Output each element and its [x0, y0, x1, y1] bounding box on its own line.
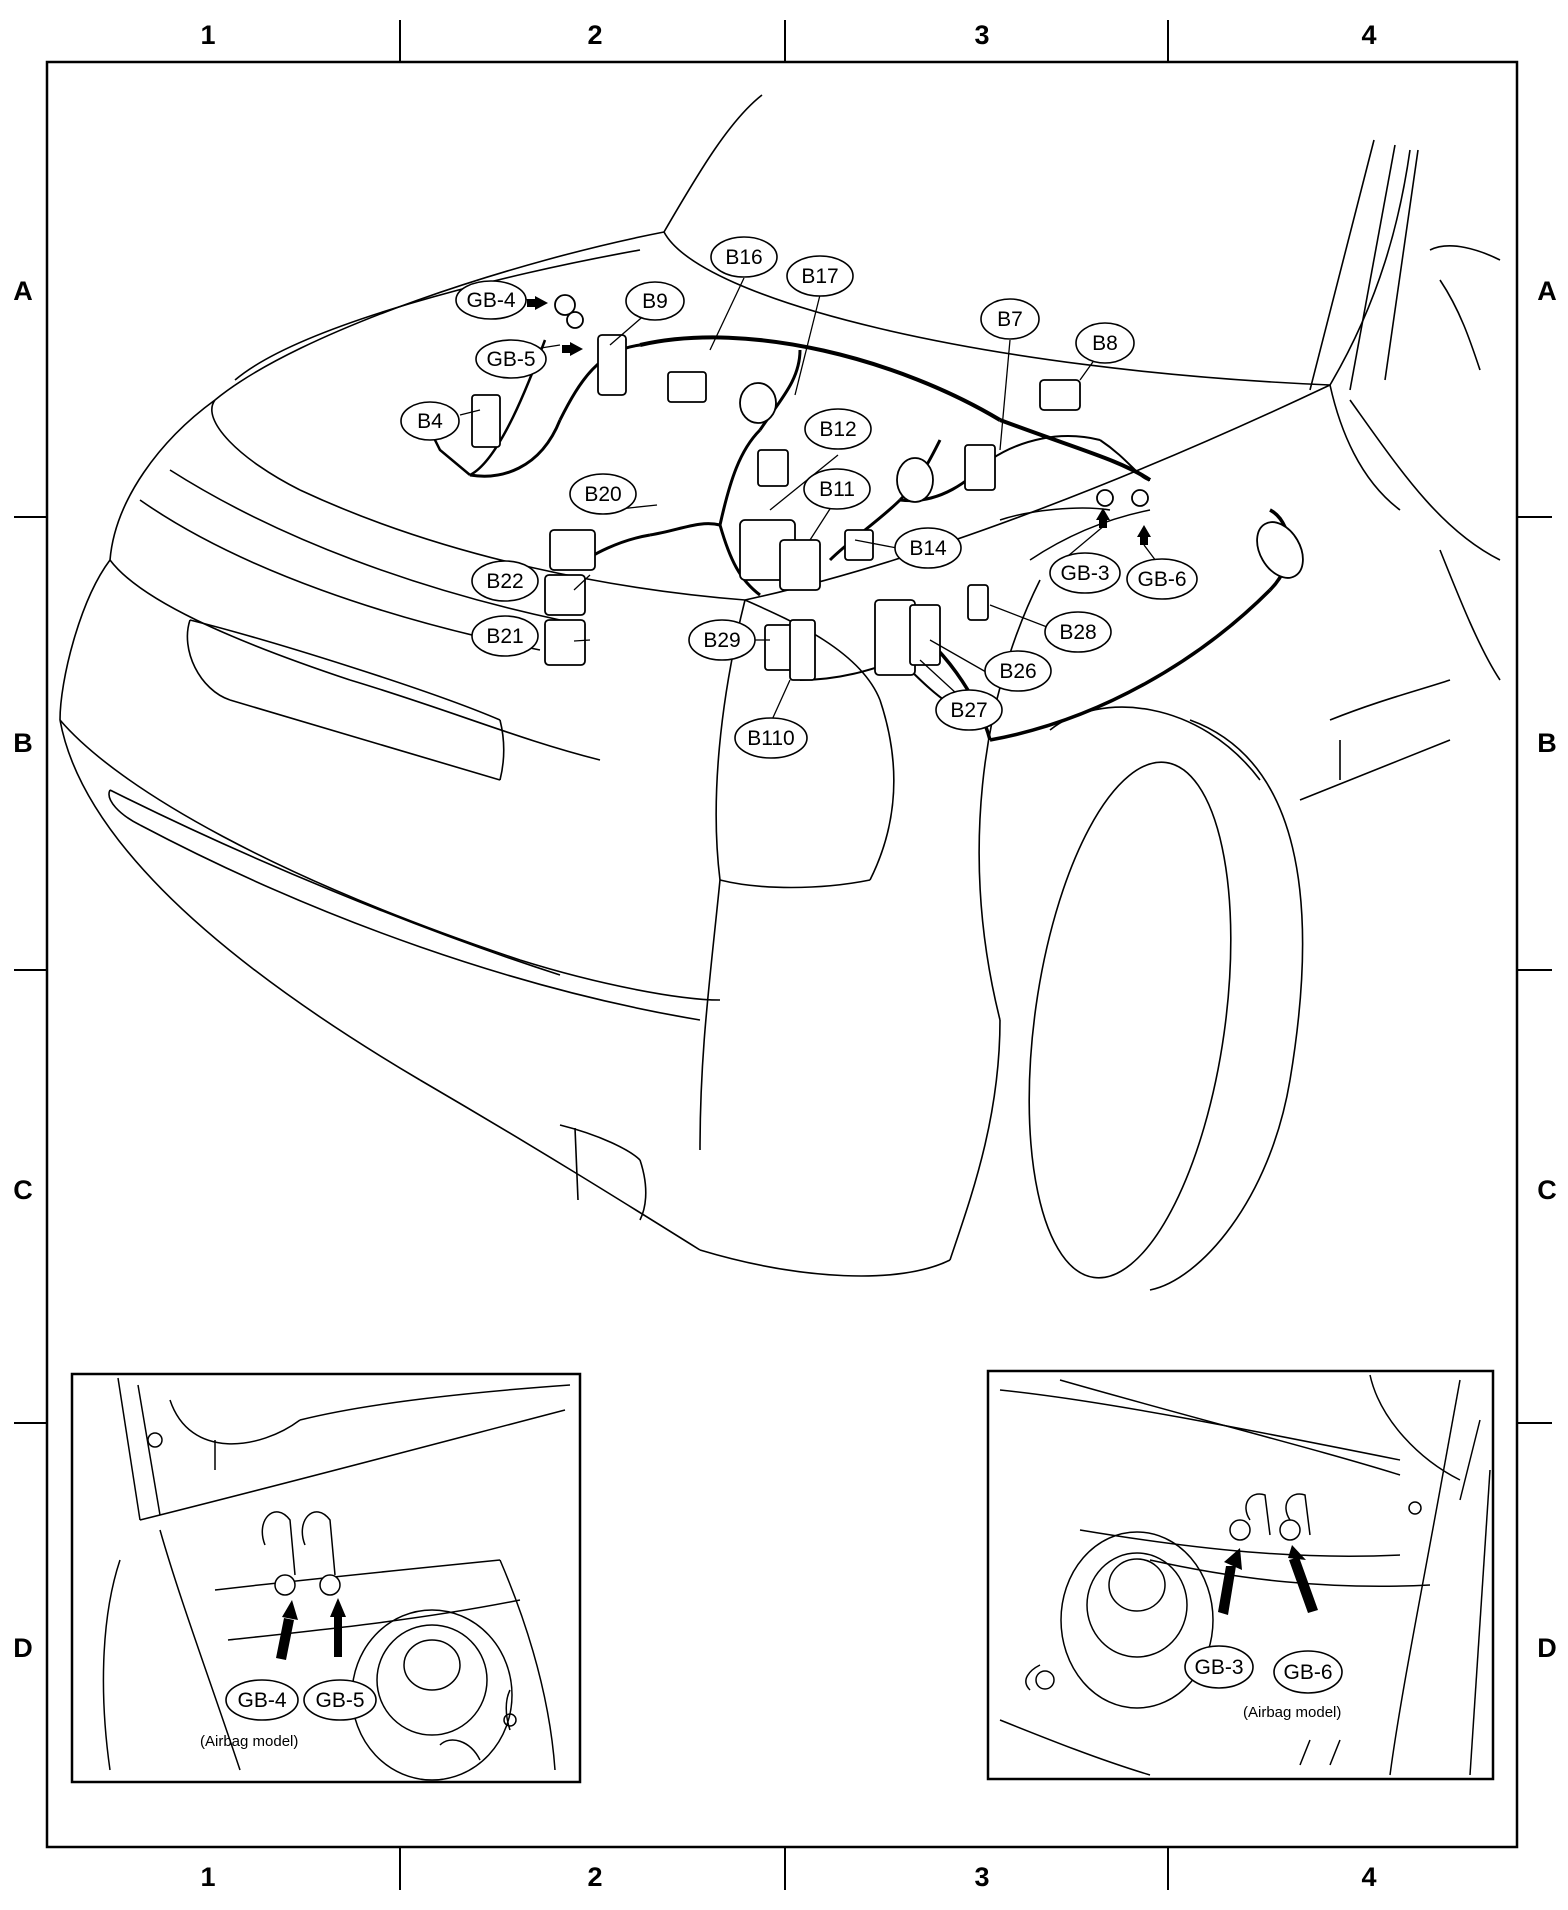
grid-row-label-right: C	[1537, 1175, 1557, 1205]
left-inset-detail: GB-4 GB-5 (Airbag model)	[70, 1372, 582, 1784]
callout-b8: B8	[1075, 322, 1135, 364]
svg-text:B27: B27	[950, 699, 987, 722]
svg-text:B9: B9	[642, 290, 668, 313]
callout-b21: B21	[471, 615, 539, 657]
svg-text:GB-5: GB-5	[315, 1689, 364, 1712]
callout-b28: B28	[1044, 611, 1112, 653]
svg-text:B16: B16	[725, 246, 762, 269]
svg-text:GB-3: GB-3	[1060, 562, 1109, 585]
connector-components	[471, 294, 1304, 681]
svg-text:GB-6: GB-6	[1137, 568, 1186, 591]
svg-text:GB-5: GB-5	[486, 348, 535, 371]
callout-gb-4: GB-4	[455, 280, 527, 320]
svg-text:B21: B21	[486, 625, 523, 648]
left-inset-callout-gb-4: GB-4	[225, 1679, 299, 1721]
car-body-outline	[59, 94, 1501, 1291]
svg-text:B29: B29	[703, 629, 740, 652]
callout-b22: B22	[471, 560, 539, 602]
svg-text:GB-3: GB-3	[1194, 1656, 1243, 1679]
callout-gb-6: GB-6	[1126, 558, 1198, 600]
right-inset-detail: GB-3 GB-6 (Airbag model)	[986, 1369, 1495, 1781]
svg-text:B11: B11	[819, 478, 855, 501]
grid-column-label-bottom: 1	[200, 1862, 216, 1892]
right-inset-callout-gb-6: GB-6	[1273, 1650, 1343, 1694]
right-inset-callout-gb-3: GB-3	[1184, 1645, 1254, 1689]
callout-b26: B26	[984, 650, 1052, 692]
svg-text:B28: B28	[1059, 621, 1096, 644]
callout-b7: B7	[980, 298, 1040, 340]
grid-column-label-top: 1	[200, 20, 216, 50]
callout-b11: B11	[803, 468, 871, 510]
grid-column-label-bottom: 3	[974, 1862, 990, 1892]
svg-text:B110: B110	[747, 727, 795, 750]
grid-row-label-right: B	[1537, 728, 1557, 758]
svg-text:B20: B20	[584, 483, 621, 506]
grid-row-label-left: B	[13, 728, 33, 758]
grid-column-label-top: 2	[587, 20, 603, 50]
svg-text:B26: B26	[999, 660, 1036, 683]
grid-row-label-right: D	[1537, 1633, 1557, 1663]
svg-text:GB-4: GB-4	[466, 289, 515, 312]
grid-row-label-right: A	[1537, 276, 1557, 306]
callout-b17: B17	[786, 255, 854, 297]
ground-point-arrows	[527, 296, 1151, 545]
callout-b4: B4	[400, 401, 460, 441]
callout-b110: B110	[734, 717, 808, 759]
callout-leader-lines	[459, 277, 1157, 723]
grid-column-label-top: 4	[1361, 20, 1377, 50]
svg-text:B8: B8	[1092, 332, 1118, 355]
svg-text:B14: B14	[909, 537, 947, 560]
callout-b20: B20	[569, 473, 637, 515]
callout-b12: B12	[804, 408, 872, 450]
diagram-frame	[14, 20, 1552, 1890]
callout-b27: B27	[935, 689, 1003, 731]
svg-text:GB-6: GB-6	[1283, 1661, 1332, 1684]
svg-text:B12: B12	[819, 418, 856, 441]
callout-gb-3: GB-3	[1049, 552, 1121, 594]
left-inset-callout-gb-5: GB-5	[303, 1679, 377, 1721]
callout-b16: B16	[710, 236, 778, 278]
left-inset-note: (Airbag model)	[200, 1733, 298, 1750]
grid-row-label-left: C	[13, 1175, 33, 1205]
callout-b9: B9	[625, 281, 685, 321]
svg-text:B22: B22	[486, 570, 523, 593]
grid-column-label-top: 3	[974, 20, 990, 50]
grid-column-label-bottom: 2	[587, 1862, 603, 1892]
callout-b14: B14	[894, 527, 962, 569]
svg-text:B17: B17	[801, 265, 838, 288]
grid-row-label-left: D	[13, 1633, 33, 1663]
right-inset-note: (Airbag model)	[1243, 1704, 1341, 1721]
grid-column-label-bottom: 4	[1361, 1862, 1377, 1892]
svg-text:B7: B7	[997, 308, 1023, 331]
grid-row-label-left: A	[13, 276, 33, 306]
svg-text:GB-4: GB-4	[237, 1689, 286, 1712]
callout-b29: B29	[688, 619, 756, 661]
callout-gb-5: GB-5	[475, 339, 547, 379]
svg-text:B4: B4	[417, 410, 443, 433]
